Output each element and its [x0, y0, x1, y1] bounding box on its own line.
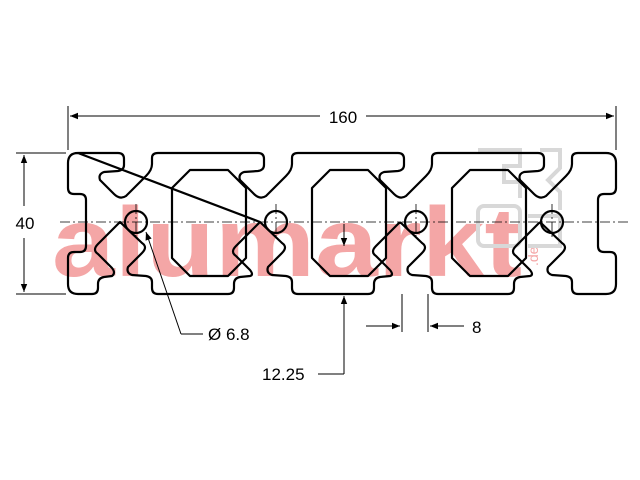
watermark-suffix: .de — [525, 246, 541, 266]
dimension-bore: Ø 6.8 — [145, 231, 250, 344]
dimension-bore-label: Ø 6.8 — [208, 325, 250, 344]
dimension-slot-width: 8 — [366, 294, 481, 337]
dimension-height-label: 40 — [16, 214, 35, 233]
dimension-height: 40 — [16, 152, 66, 295]
dimension-slot-depth: 12.25 — [262, 224, 348, 384]
dimension-length: 160 — [67, 106, 617, 150]
dimension-slot-width-label: 8 — [472, 318, 481, 337]
watermark: alumarkt .de — [52, 148, 562, 297]
dimension-length-label: 160 — [329, 108, 357, 127]
watermark-text: alumarkt — [52, 187, 522, 297]
dimension-slot-depth-label: 12.25 — [262, 365, 305, 384]
